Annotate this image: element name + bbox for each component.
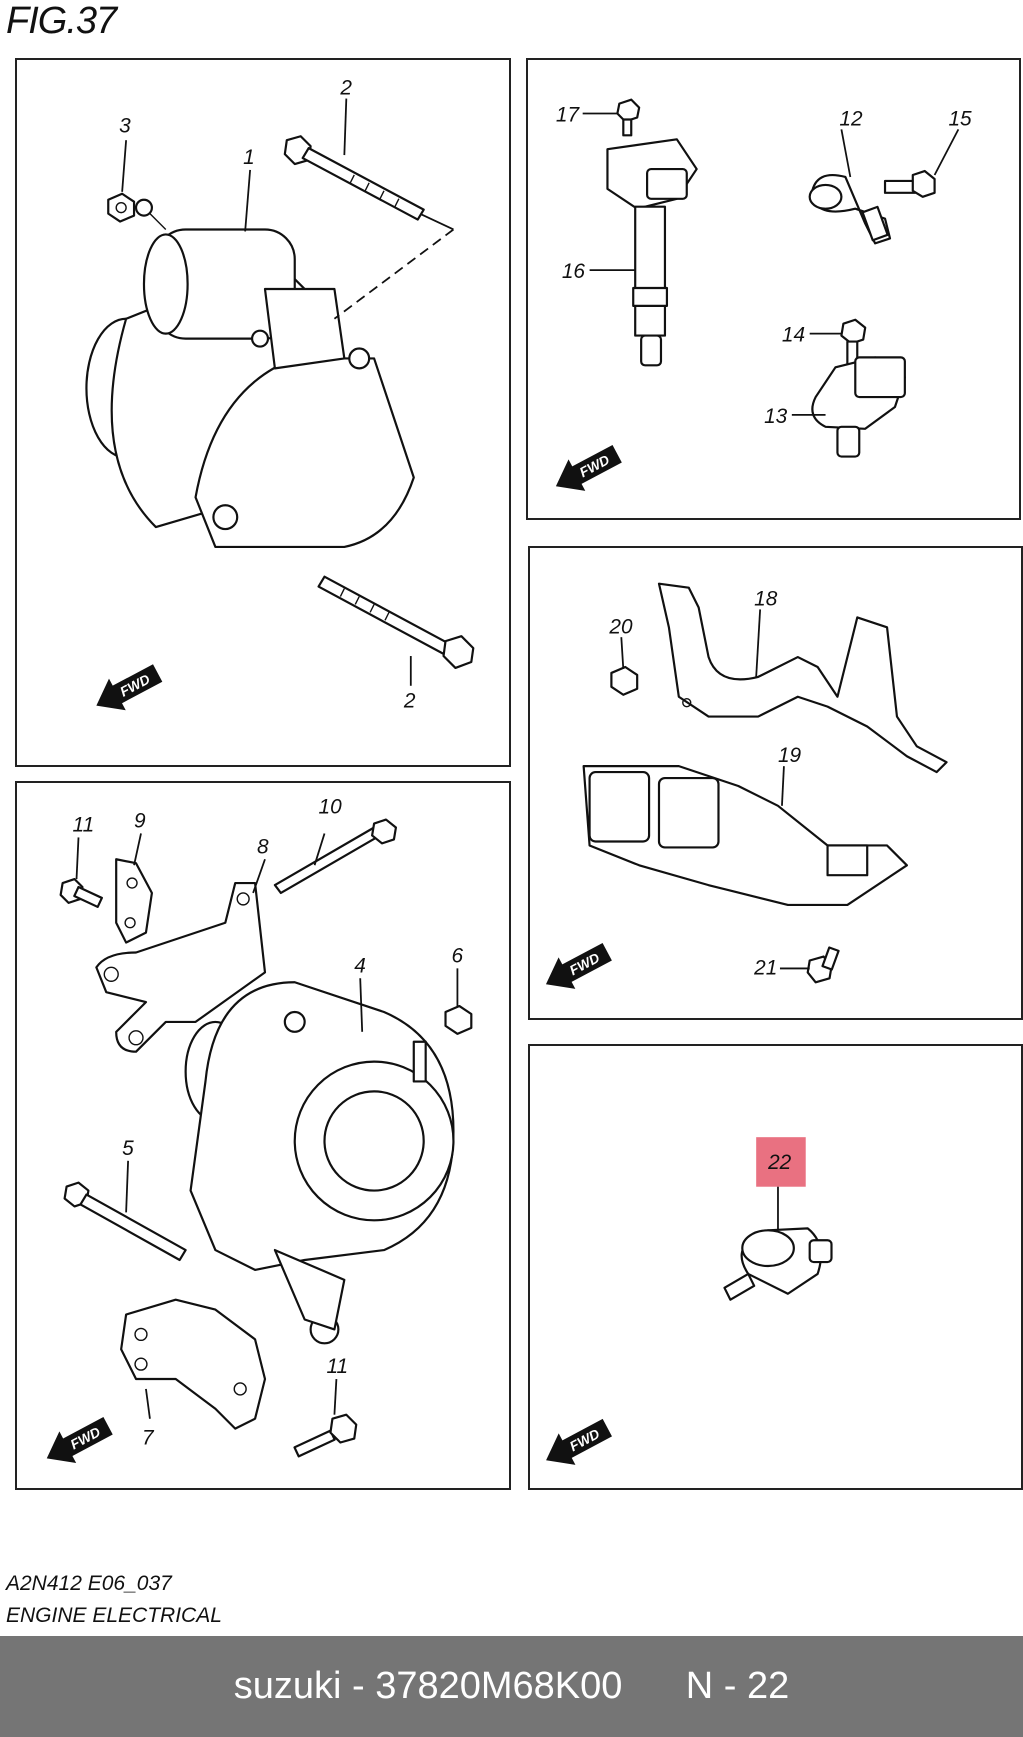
bolt-2-bottom-illustration [317, 575, 475, 670]
starter-drawing: 1 2 2 3 FWD [85, 77, 475, 713]
callout-22[interactable]: 22 [767, 1151, 792, 1174]
switch-drawing: 22 FWD [546, 1137, 833, 1465]
callout-15: 15 [948, 107, 972, 130]
callout-2-top: 2 [339, 77, 352, 100]
callout-8: 8 [257, 835, 269, 858]
drawing-name: ENGINE ELECTRICAL [6, 1604, 222, 1627]
footer-bar: suzuki - 37820M68K00 N - 22 [0, 1636, 1023, 1737]
harness-drawing: 18 19 20 21 FWD [545, 582, 948, 989]
callout-4: 4 [354, 954, 366, 977]
figure-title: FIG.37 [6, 0, 117, 42]
callout-12: 12 [839, 107, 863, 130]
footer-separator: - [341, 1665, 376, 1707]
callout-11-top: 11 [73, 813, 95, 836]
sensor-13-illustration [811, 356, 906, 458]
bolt-2-top-illustration [283, 135, 454, 320]
connector-19-illustration [582, 765, 908, 907]
bolt-10-illustration [273, 818, 398, 895]
bolt-11-bottom-illustration [293, 1413, 358, 1458]
ignition-coil-16-illustration [606, 138, 698, 367]
panel-starter: 1 2 2 3 FWD [15, 58, 511, 767]
bracket-8-illustration [95, 881, 267, 1053]
panel-harness: 18 19 20 21 FWD [528, 546, 1023, 1020]
callout-3: 3 [119, 114, 131, 137]
callout-9: 9 [134, 810, 146, 833]
bracket-18-illustration [657, 582, 948, 774]
callout-21: 21 [753, 956, 777, 979]
bolt-5-illustration [63, 1181, 187, 1262]
drawing-code: A2N412 E06_037 [6, 1572, 172, 1595]
callout-14: 14 [782, 324, 805, 347]
fwd-arrow-icon: FWD [555, 444, 622, 491]
alternator-drawing: 11 9 8 10 4 6 5 7 11 FWD [46, 796, 473, 1463]
panel-switch: 22 FWD [528, 1044, 1023, 1490]
callout-10: 10 [319, 796, 343, 819]
callout-19: 19 [778, 744, 802, 767]
callout-20: 20 [608, 615, 633, 638]
callout-1: 1 [243, 146, 255, 169]
nut-3-illustration [107, 192, 136, 223]
starter-motor-illustration [85, 198, 415, 548]
fwd-arrow-icon: FWD [46, 1417, 113, 1463]
bolt-14-illustration [840, 318, 867, 367]
highlight-box [756, 1137, 806, 1187]
sensor-12-illustration [808, 173, 892, 245]
footer-gap [622, 1665, 685, 1708]
callout-7: 7 [142, 1426, 155, 1449]
bolt-17-illustration [616, 98, 641, 137]
panel-sensors: 17 16 12 15 14 13 FWD [526, 58, 1021, 520]
footer-ref: N - 22 [685, 1665, 790, 1707]
fwd-arrow-icon: FWD [545, 942, 612, 989]
nut-6-illustration [444, 1004, 473, 1035]
alternator-4-illustration [184, 981, 455, 1345]
callout-13: 13 [764, 405, 788, 428]
panel-alternator: 11 9 8 10 4 6 5 7 11 FWD [15, 781, 511, 1490]
pressure-switch-22-illustration[interactable] [723, 1227, 833, 1301]
fwd-arrow-icon: FWD [546, 1418, 612, 1465]
callout-16: 16 [562, 260, 586, 283]
sensors-drawing: 17 16 12 15 14 13 FWD [555, 98, 972, 491]
callout-5: 5 [122, 1137, 134, 1160]
callout-17: 17 [556, 103, 581, 126]
callout-11-bottom: 11 [326, 1355, 348, 1378]
bracket-9-illustration [115, 858, 153, 944]
footer-part-number: 37820M68K00 [375, 1665, 623, 1707]
fwd-arrow-icon: FWD [96, 664, 163, 711]
nut-20-illustration [610, 665, 639, 696]
callout-6: 6 [451, 944, 463, 967]
callout-18: 18 [754, 588, 778, 611]
bracket-7-illustration [120, 1298, 267, 1430]
bolt-15-illustration [883, 169, 936, 198]
bolt-11-top-illustration [59, 877, 103, 909]
callout-2-bottom: 2 [403, 690, 416, 713]
bolt-21-illustration [806, 946, 840, 984]
footer-brand: suzuki [233, 1665, 342, 1707]
